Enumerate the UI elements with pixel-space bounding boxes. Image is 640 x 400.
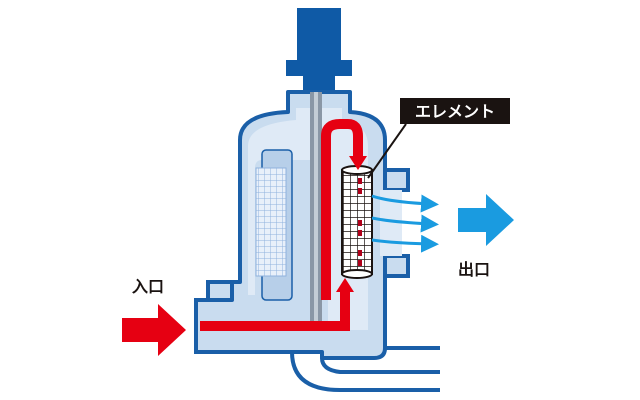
element-label: エレメント	[415, 102, 495, 121]
outlet-flange	[380, 168, 410, 278]
outlet-arrow	[458, 194, 514, 246]
inlet-label: 入口	[132, 277, 164, 296]
outflow-arrows	[371, 194, 439, 253]
inflow-path	[200, 119, 367, 331]
outlet-label: 出口	[458, 260, 490, 279]
drain-pipe	[290, 346, 440, 392]
inlet-arrow	[122, 304, 186, 356]
filter-housing	[194, 90, 387, 360]
motor-actuator	[286, 8, 352, 92]
filter-element	[341, 165, 373, 279]
element-callout: エレメント	[367, 98, 510, 179]
